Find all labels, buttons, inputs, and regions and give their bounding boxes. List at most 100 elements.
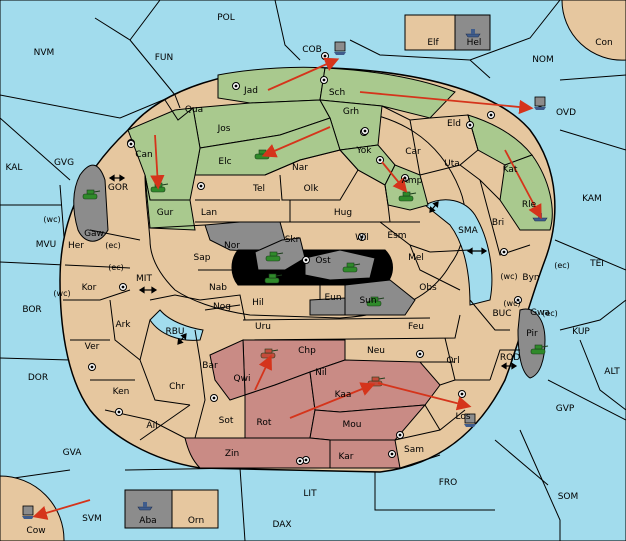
region-RBU[interactable] bbox=[149, 309, 204, 341]
army-unit-icon[interactable] bbox=[82, 189, 101, 200]
land-label-los: Los bbox=[455, 412, 470, 422]
land-label-byn: Byn bbox=[522, 273, 539, 283]
supply-center-dot bbox=[129, 142, 133, 146]
land-label-chp: Chp bbox=[298, 346, 316, 356]
land-label-hil: Hil bbox=[252, 298, 264, 308]
land-label-eun: Eun bbox=[324, 293, 341, 303]
land-label-can: Can bbox=[135, 150, 153, 160]
land-label-sap: Sap bbox=[194, 253, 211, 263]
coast-label-7: (ec) bbox=[542, 309, 558, 318]
land-label-nab: Nab bbox=[209, 283, 227, 293]
land-label-kat: Kat bbox=[503, 165, 518, 175]
region-Elf[interactable] bbox=[404, 14, 456, 51]
land-label-grh: Grh bbox=[343, 107, 359, 117]
land-label-hug: Hug bbox=[334, 208, 352, 218]
region-Zin[interactable] bbox=[184, 437, 331, 469]
army-unit-icon[interactable] bbox=[265, 251, 284, 262]
supply-center-dot bbox=[117, 410, 121, 414]
fleet-unit-icon[interactable] bbox=[534, 96, 546, 110]
order-arrow bbox=[289, 382, 376, 419]
land-label-sam: Sam bbox=[404, 445, 424, 455]
supply-center-dot bbox=[460, 392, 464, 396]
coast-label-1: (ec) bbox=[105, 241, 121, 250]
land-label-aba: Aba bbox=[139, 516, 156, 526]
land-label-hel: Hel bbox=[467, 38, 482, 48]
sea-label-buc: BUC bbox=[492, 309, 511, 319]
sea-label-ovd: OVD bbox=[556, 108, 576, 118]
supply-center-dot bbox=[234, 84, 238, 88]
sea-label-alt: ALT bbox=[604, 367, 620, 377]
land-label-nog: Nog bbox=[213, 302, 231, 312]
land-label-obs: Obs bbox=[419, 283, 437, 293]
connector-arrowhead bbox=[119, 174, 126, 182]
supply-center-dot bbox=[378, 158, 382, 162]
supply-center-dot bbox=[199, 184, 203, 188]
land-label-uta: Uta bbox=[444, 159, 460, 169]
order-arrow bbox=[254, 354, 272, 391]
land-label-gwa: Gwa bbox=[530, 308, 550, 318]
land-label-sun: Sun bbox=[359, 296, 376, 306]
fleet-unit-icon[interactable] bbox=[464, 413, 476, 427]
land-label-mel: Mel bbox=[408, 253, 424, 263]
region-Orn[interactable] bbox=[171, 489, 219, 529]
coast-label-6: (wc) bbox=[503, 299, 520, 308]
order-arrow bbox=[504, 149, 542, 220]
sea-label-fro: FRO bbox=[439, 478, 458, 488]
connectors bbox=[108, 174, 518, 370]
region-Con[interactable] bbox=[561, 0, 626, 61]
land-label-yok: Yok bbox=[355, 146, 372, 156]
connector-arrowhead bbox=[500, 362, 507, 370]
supply-center-dot bbox=[90, 365, 94, 369]
army-unit-icon[interactable] bbox=[530, 344, 549, 355]
army-unit-icon[interactable] bbox=[366, 296, 385, 307]
supply-center-dot bbox=[304, 258, 308, 262]
land-label-web: Web bbox=[286, 272, 306, 282]
sea-label-cow: Cow bbox=[26, 526, 45, 536]
region-Qwi[interactable] bbox=[209, 339, 246, 401]
sea-label-som: SOM bbox=[558, 492, 579, 502]
army-unit-icon[interactable] bbox=[264, 273, 283, 284]
land-label-jad: Jad bbox=[243, 86, 258, 96]
coast-label-4: (wc) bbox=[500, 272, 517, 281]
connector-arrowhead bbox=[151, 286, 158, 294]
green-territories bbox=[127, 66, 553, 231]
region-SMA[interactable] bbox=[424, 199, 493, 306]
fleet-ship-icon[interactable] bbox=[137, 502, 153, 511]
land-label-ail: Ail bbox=[146, 421, 157, 431]
sea-label-kal: KAL bbox=[6, 163, 23, 173]
land-label-bar: Bar bbox=[202, 361, 218, 371]
region-Eun-gray bbox=[309, 297, 346, 316]
army-unit-icon[interactable] bbox=[342, 262, 361, 273]
sea-label-cob: COB bbox=[302, 45, 322, 55]
land-label-ken: Ken bbox=[113, 387, 130, 397]
region-Pir[interactable] bbox=[517, 308, 546, 379]
supply-center-dot bbox=[489, 113, 493, 117]
sea-label-sma: SMA bbox=[458, 226, 478, 236]
land-label-sch: Sch bbox=[329, 88, 345, 98]
sea-label-con: Con bbox=[595, 38, 613, 48]
supply-center-dot bbox=[516, 298, 520, 302]
land-label-zin: Zin bbox=[225, 449, 239, 459]
land-label-kar: Kar bbox=[339, 452, 354, 462]
land-label-neu: Neu bbox=[367, 346, 385, 356]
sea-label-mvu: MVU bbox=[36, 240, 57, 250]
sea-label-nvm: NVM bbox=[34, 48, 55, 58]
region-Gaw[interactable] bbox=[73, 164, 109, 242]
supply-center-dot bbox=[304, 458, 308, 462]
fleet-unit-icon[interactable] bbox=[22, 505, 34, 519]
region-Gur[interactable] bbox=[144, 174, 196, 231]
land-label-nil: Nil bbox=[315, 368, 327, 378]
sea-label-gvg: GVG bbox=[54, 158, 74, 168]
connector-arrowhead bbox=[432, 201, 439, 208]
order-arrow bbox=[381, 161, 408, 193]
connector-arrowhead bbox=[481, 247, 488, 255]
fleet-ship-icon[interactable] bbox=[465, 29, 481, 38]
supply-center-dot bbox=[468, 123, 472, 127]
fleet-unit-icon[interactable] bbox=[334, 41, 346, 55]
land-label-eld: Eld bbox=[447, 119, 461, 129]
region-Ost[interactable] bbox=[304, 249, 376, 281]
sea-label-gva: GVA bbox=[63, 448, 83, 458]
supply-center-dot bbox=[298, 459, 302, 463]
land-label-uru: Uru bbox=[255, 322, 271, 332]
